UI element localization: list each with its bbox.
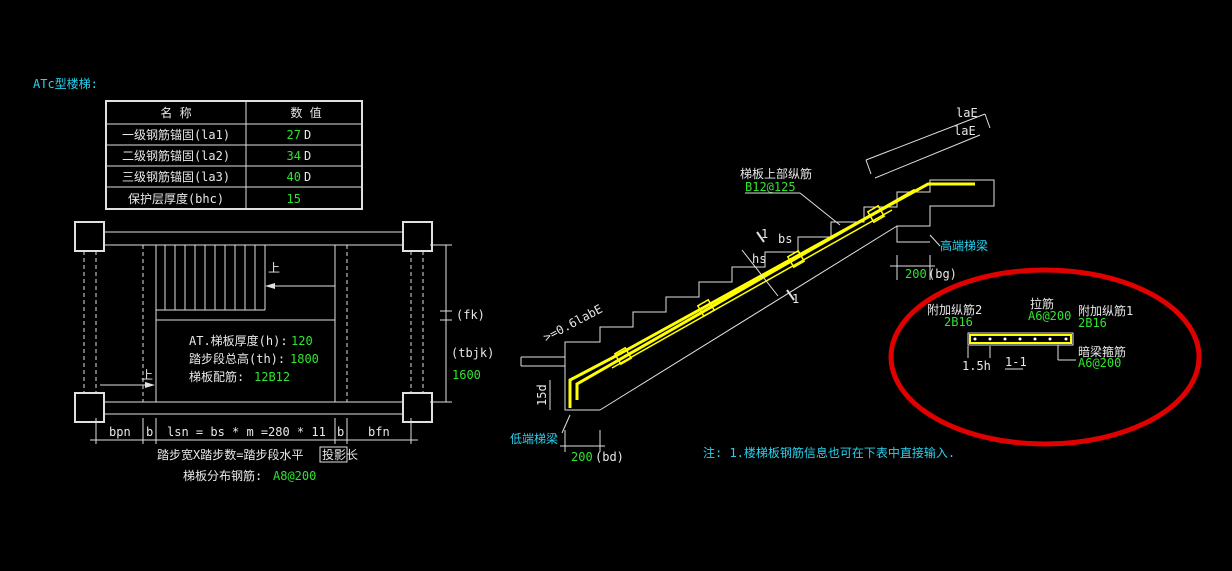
dim-lae: laE xyxy=(956,106,978,120)
detail-1-1: 附加纵筋2 2B16 拉筋 A6@200 附加纵筋1 2B16 暗梁箍筋 A6@… xyxy=(888,267,1202,447)
section-mark: 1 xyxy=(792,292,799,306)
table-row-value: 27 xyxy=(287,128,301,142)
section-label: 1-1 xyxy=(1005,355,1027,369)
column xyxy=(74,392,105,423)
dim-200-bd: 200 xyxy=(571,450,593,464)
section-mark: 1 xyxy=(761,227,768,241)
tie-label: 拉筋 xyxy=(1030,296,1054,311)
column xyxy=(74,221,105,252)
dim-lae: laE xyxy=(954,124,976,138)
column xyxy=(402,392,433,423)
total-height-label: 踏步段总高(th): xyxy=(189,351,285,366)
table-row-unit: D xyxy=(304,170,311,184)
dim-bg: (bg) xyxy=(928,267,957,281)
highlight-ellipse xyxy=(888,267,1202,447)
distribution-label: 梯板分布钢筋: xyxy=(183,468,262,483)
anchorage-table: 名 称 数 值 一级钢筋锚固(la1) 27 D 二级钢筋锚固(la2) 34 … xyxy=(105,100,363,210)
add-rebar-2-label: 附加纵筋2 xyxy=(927,302,982,317)
table-row-value: 15 xyxy=(287,192,301,206)
dim-hs: hs xyxy=(752,252,766,266)
column xyxy=(402,221,433,252)
tie-value: A6@200 xyxy=(1028,309,1071,323)
top-rebar-label: 梯板上部纵筋 xyxy=(740,166,812,181)
distribution-value: A8@200 xyxy=(273,469,316,483)
thickness-value: 120 xyxy=(291,334,313,348)
thickness-label: AT.梯板厚度(h): xyxy=(189,333,288,348)
dim-lsn-value: 280 * 11 xyxy=(268,425,326,439)
table-row-name: 二级钢筋锚固(la2) xyxy=(122,148,230,163)
up-label: 上 xyxy=(141,368,153,382)
add-rebar-1-label: 附加纵筋1 xyxy=(1078,303,1133,318)
table-row-value: 34 xyxy=(287,149,301,163)
dim-b: b xyxy=(337,425,344,439)
tbjk-value: 1600 xyxy=(452,368,481,382)
caption-boxed: 投影长 xyxy=(322,447,358,462)
table-row-name: 一级钢筋锚固(la1) xyxy=(122,127,230,142)
drawing-title: ATc型楼梯: xyxy=(33,76,98,91)
table-row-unit: D xyxy=(304,128,311,142)
dim-200-bg: 200 xyxy=(905,267,927,281)
top-rebar-value: B12@125 xyxy=(745,180,796,194)
dim-bd: (bd) xyxy=(595,450,624,464)
high-beam-label: 高端梯梁 xyxy=(940,238,988,253)
reinforcement-label: 梯板配筋: xyxy=(189,369,244,384)
anchor-label: >=0.6labE xyxy=(541,302,605,345)
total-height-value: 1800 xyxy=(290,352,319,366)
note-text: 注: 1.楼梯板钢筋信息也可在下表中直接输入. xyxy=(703,445,955,460)
add-rebar-2-value: 2B16 xyxy=(944,315,973,329)
stair-plan: 上 上 AT.梯板厚度(h): 120 踏步段总高(th): 1800 梯板配筋… xyxy=(74,221,494,483)
table-header-value: 数 值 xyxy=(290,105,321,120)
table-row-name: 保护层厚度(bhc) xyxy=(128,191,224,206)
dim-15d: 15d xyxy=(535,384,549,406)
low-beam-label: 低端梯梁 xyxy=(510,431,558,446)
tbjk-label: (tbjk) xyxy=(451,346,494,360)
reinforcement-value: 12B12 xyxy=(254,370,290,384)
hidden-stirrup-label: 暗梁箍筋 xyxy=(1078,344,1126,359)
hidden-stirrup-value: A6@200 xyxy=(1078,356,1121,370)
caption-main: 踏步宽X踏步数=踏步段水平 xyxy=(157,447,303,462)
dim-bs: bs xyxy=(778,232,792,246)
dim-bfn: bfn xyxy=(368,425,390,439)
up-label: 上 xyxy=(268,261,280,275)
dim-lsn: lsn = bs * m = xyxy=(167,425,268,439)
table-row-name: 三级钢筋锚固(la3) xyxy=(122,169,230,184)
dim-bpn: bpn xyxy=(109,425,131,439)
dim-b: b xyxy=(146,425,153,439)
table-row-value: 40 xyxy=(287,170,301,184)
fk-label: (fk) xyxy=(456,308,485,322)
table-header-name: 名 称 xyxy=(160,105,191,120)
table-row-unit: D xyxy=(304,149,311,163)
dim-15h: 1.5h xyxy=(962,359,991,373)
add-rebar-1-value: 2B16 xyxy=(1078,316,1107,330)
